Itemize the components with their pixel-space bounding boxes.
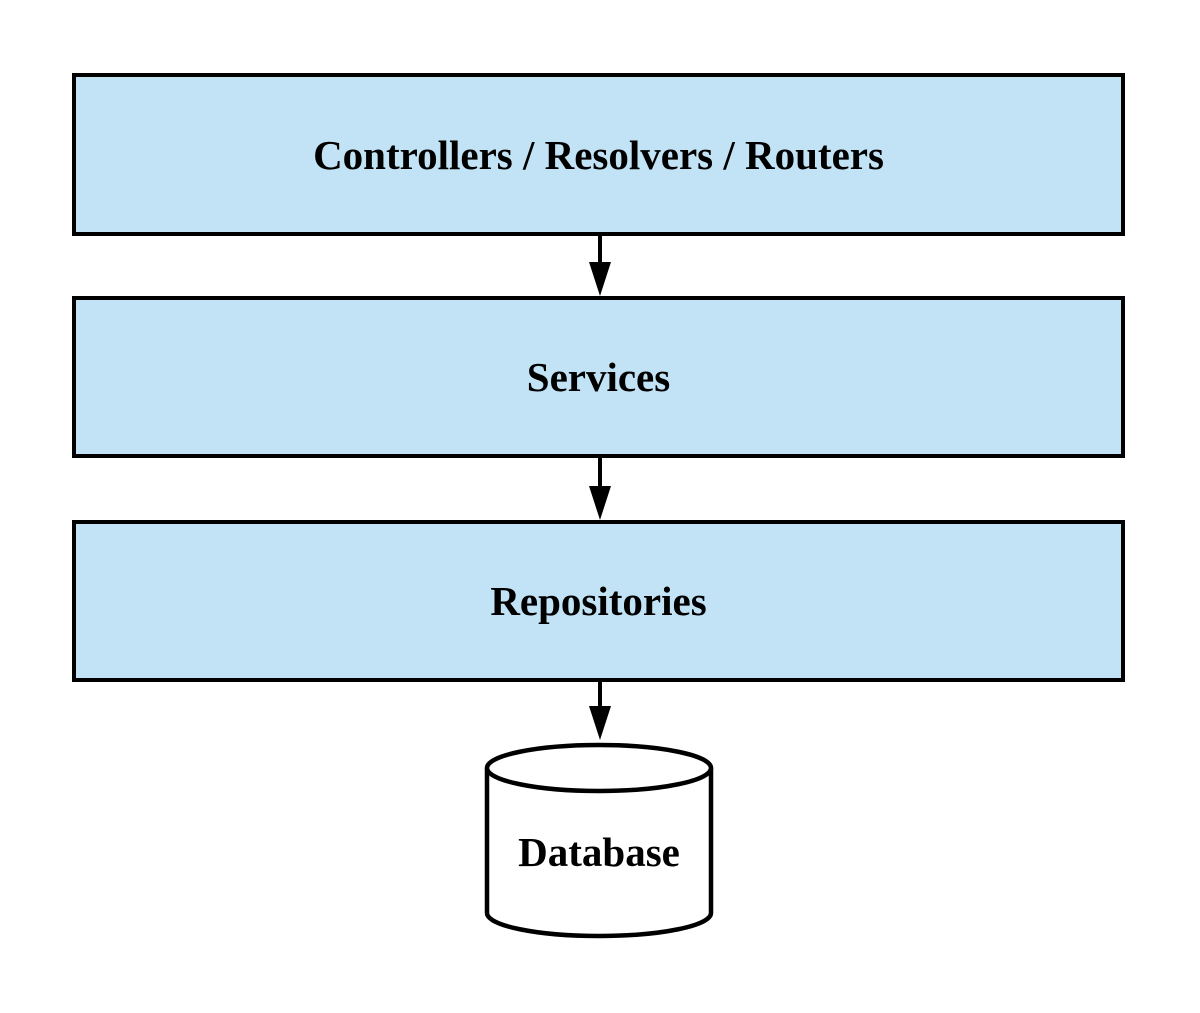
arrowhead-down-icon: [589, 262, 611, 296]
edge-arrow-repositories-to-database: [589, 680, 611, 740]
edge-arrow-services-to-repositories: [589, 456, 611, 520]
node-services-label: Services: [526, 354, 671, 400]
node-controllers-resolvers-routers-label: Controllers / Resolvers / Routers: [313, 131, 884, 178]
cylinder-body: [484, 768, 714, 939]
arrowhead-down-icon: [589, 706, 611, 740]
node-repositories: Repositories: [72, 520, 1125, 682]
node-services: Services: [72, 296, 1125, 458]
cylinder-top: [484, 742, 714, 794]
edge-arrow-controllers-to-services: [589, 234, 611, 296]
node-repositories-label: Repositories: [490, 578, 707, 624]
node-database-cylinder: [484, 742, 714, 939]
node-controllers-resolvers-routers: Controllers / Resolvers / Routers: [72, 73, 1125, 236]
node-database-label: Database: [518, 829, 680, 875]
arrowhead-down-icon: [589, 486, 611, 520]
